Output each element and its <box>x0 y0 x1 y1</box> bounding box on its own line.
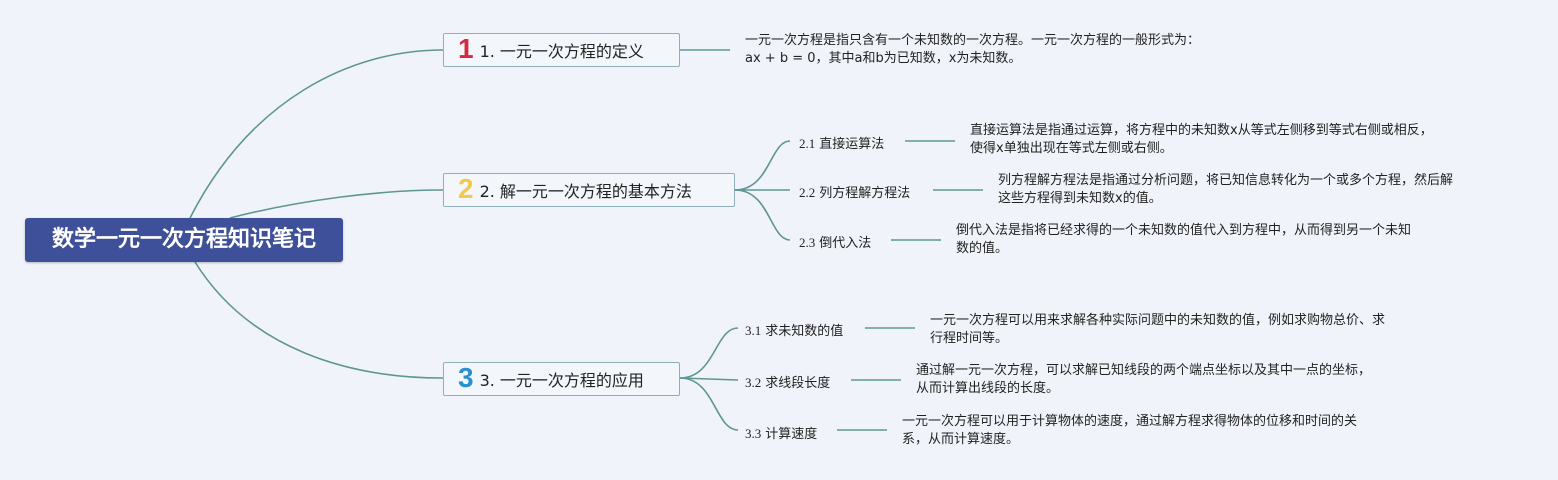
subtopic-3-1-note-line1: 一元一次方程可以用来求解各种实际问题中的未知数的值，例如求购物总价、求 <box>930 313 1386 328</box>
number-two-icon: 2 <box>458 173 474 204</box>
subtopic-2-1-note-line1: 直接运算法是指通过运算，将方程中的未知数x从等式左侧移到等式右侧或相反， <box>970 123 1433 138</box>
subtopic-2-1-note-line2: 使得x单独出现在等式左侧或右侧。 <box>970 141 1173 156</box>
subtopic-3-3-note: 一元一次方程可以用于计算物体的速度，通过解方程求得物体的位移和时间的关 系，从而… <box>902 413 1357 449</box>
subtopic-3-1-note-line2: 行程时间等。 <box>930 331 1009 346</box>
branch-1-note-line2: ax + b = 0，其中a和b为已知数，x为未知数。 <box>745 51 1022 66</box>
subtopic-3-3-note-line1: 一元一次方程可以用于计算物体的速度，通过解方程求得物体的位移和时间的关 <box>902 414 1358 429</box>
subtopic-2-3-note: 倒代入法是指将已经求得的一个未知数的值代入到方程中，从而得到另一个未知 数的值。 <box>956 222 1411 258</box>
subtopic-2-3-note-line2: 数的值。 <box>956 241 1009 256</box>
subtopic-2-3-note-line1: 倒代入法是指将已经求得的一个未知数的值代入到方程中，从而得到另一个未知 <box>956 223 1412 238</box>
branch-3-topic[interactable]: 3 3. 一元一次方程的应用 <box>443 362 680 396</box>
subtopic-3-3-num: 3.3 <box>745 426 762 441</box>
subtopic-3-2-num: 3.2 <box>745 375 762 390</box>
subtopic-2-1-label: 直接运算法 <box>819 137 885 152</box>
number-three-icon: 3 <box>458 362 474 393</box>
branch-1-topic[interactable]: 1 1. 一元一次方程的定义 <box>443 33 680 67</box>
branch-2-topic[interactable]: 2 2. 解一元一次方程的基本方法 <box>443 173 735 207</box>
number-one-icon: 1 <box>458 33 474 64</box>
subtopic-3-2-note-line2: 从而计算出线段的长度。 <box>916 381 1060 396</box>
branch-3-label: 3. 一元一次方程的应用 <box>479 371 644 390</box>
subtopic-2-2-label: 列方程解方程法 <box>819 186 911 201</box>
subtopic-2-2-num: 2.2 <box>799 185 816 200</box>
subtopic-3-2-label: 求线段长度 <box>765 376 831 391</box>
subtopic-2-3-label: 倒代入法 <box>819 236 872 251</box>
subtopic-3-1-label: 求未知数的值 <box>765 324 844 339</box>
subtopic-2-2-note-line1: 列方程解方程法是指通过分析问题，将已知信息转化为一个或多个方程，然后解 <box>998 173 1454 188</box>
subtopic-2-2-note: 列方程解方程法是指通过分析问题，将已知信息转化为一个或多个方程，然后解 这些方程… <box>998 172 1453 208</box>
subtopic-2-1-num: 2.1 <box>799 136 816 151</box>
subtopic-2-3-num: 2.3 <box>799 235 816 250</box>
branch-2-label: 2. 解一元一次方程的基本方法 <box>479 182 692 201</box>
subtopic-2-1-note: 直接运算法是指通过运算，将方程中的未知数x从等式左侧移到等式右侧或相反， 使得x… <box>970 122 1433 158</box>
subtopic-3-1-num: 3.1 <box>745 323 762 338</box>
root-topic[interactable]: 数学一元一次方程知识笔记 <box>25 218 343 262</box>
branch-1-note-line1: 一元一次方程是指只含有一个未知数的一次方程。一元一次方程的一般形式为： <box>745 33 1201 48</box>
subtopic-2-2-note-line2: 这些方程得到未知数x的值。 <box>998 191 1162 206</box>
branch-1-note: 一元一次方程是指只含有一个未知数的一次方程。一元一次方程的一般形式为： ax +… <box>745 32 1200 68</box>
branch-1-label: 1. 一元一次方程的定义 <box>479 42 644 61</box>
subtopic-3-3-note-line2: 系，从而计算速度。 <box>902 432 1020 447</box>
subtopic-3-1-note: 一元一次方程可以用来求解各种实际问题中的未知数的值，例如求购物总价、求 行程时间… <box>930 312 1385 348</box>
subtopic-3-2-note: 通过解一元一次方程，可以求解已知线段的两个端点坐标以及其中一点的坐标， 从而计算… <box>916 362 1371 398</box>
subtopic-3-3-label: 计算速度 <box>765 427 818 442</box>
subtopic-3-2-note-line1: 通过解一元一次方程，可以求解已知线段的两个端点坐标以及其中一点的坐标， <box>916 363 1372 378</box>
